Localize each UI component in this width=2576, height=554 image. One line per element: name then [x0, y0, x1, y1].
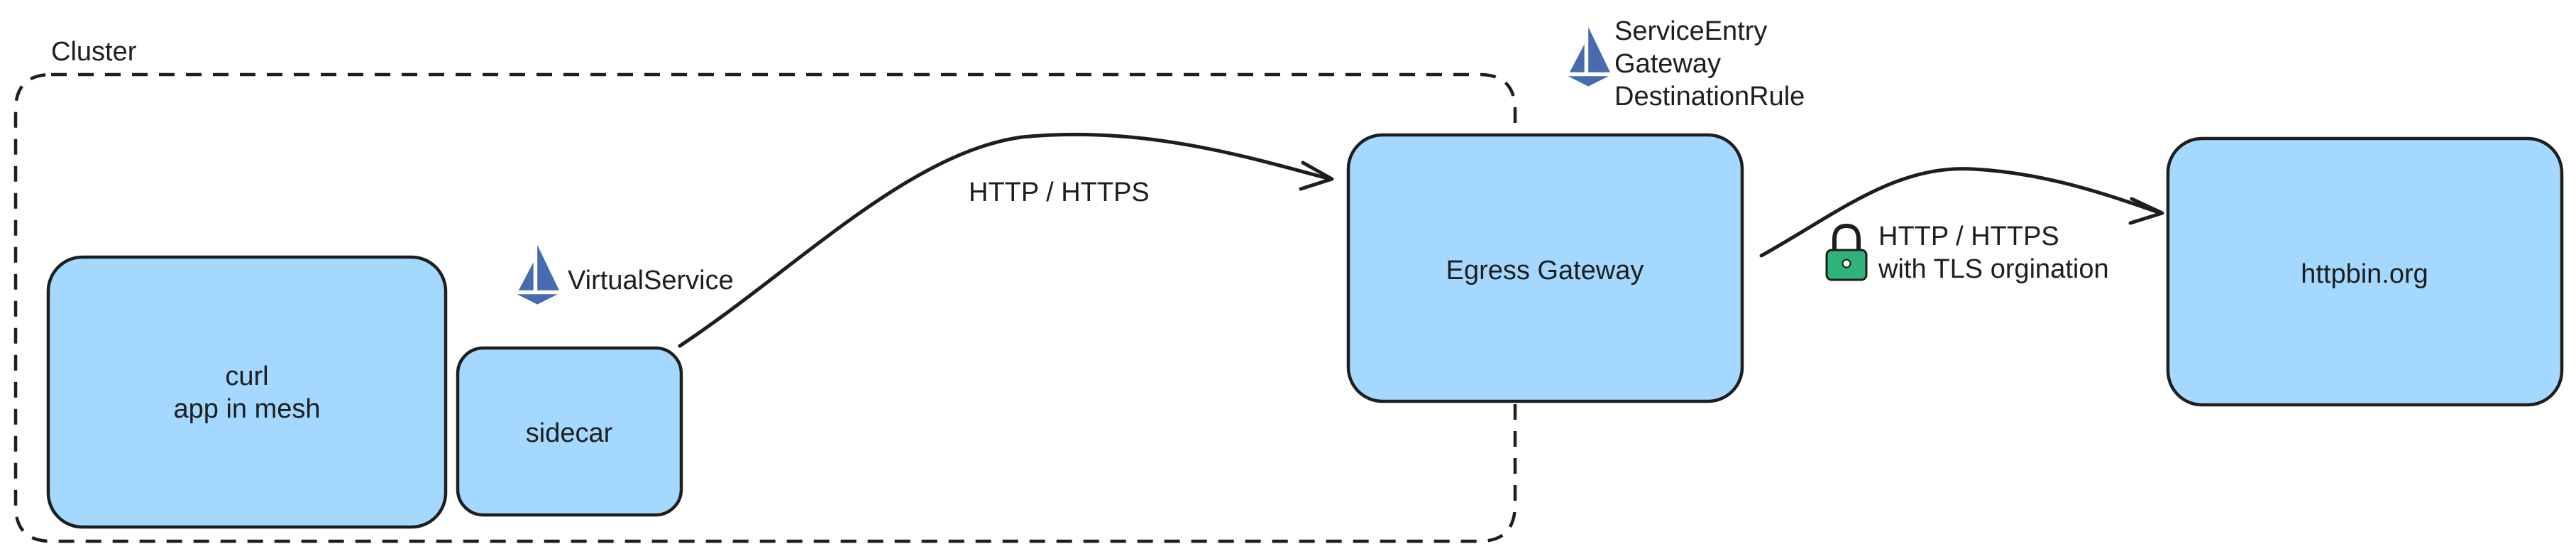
httpbin-label: httpbin.org — [2301, 259, 2428, 289]
edge-egress-to-httpbin — [1759, 167, 2164, 258]
app-node[interactable]: curl app in mesh — [46, 255, 448, 529]
cluster-label: Cluster — [51, 37, 137, 67]
virtualservice-label: VirtualService — [568, 266, 734, 295]
edge-sidecar-to-egress-label: HTTP / HTTPS — [969, 178, 1150, 207]
egress-gateway-label: Egress Gateway — [1446, 256, 1644, 286]
edge-sidecar-to-egress — [678, 132, 1334, 348]
app-node-title: curl — [225, 362, 268, 391]
sidecar-node[interactable]: sidecar — [456, 346, 683, 517]
gateway-label: Gateway — [1614, 49, 1721, 79]
istio-sail-icon — [1568, 27, 1610, 87]
edge-egress-to-httpbin-label-line2: with TLS orgination — [1878, 254, 2109, 284]
serviceentry-label: ServiceEntry — [1614, 16, 1767, 46]
edge-egress-to-httpbin-label-line1: HTTP / HTTPS — [1878, 222, 2059, 251]
destinationrule-label: DestinationRule — [1614, 82, 1805, 112]
sidecar-node-label: sidecar — [526, 418, 613, 448]
lock-icon — [1825, 223, 1868, 281]
egress-gateway-node[interactable]: Egress Gateway — [1346, 133, 1744, 403]
cluster-boundary — [13, 72, 1517, 543]
istio-sail-icon — [517, 245, 559, 305]
arrowhead — [2128, 197, 2164, 225]
app-node-subtitle: app in mesh — [173, 394, 320, 424]
arrowhead — [1299, 161, 1334, 191]
httpbin-node[interactable]: httpbin.org — [2166, 136, 2564, 407]
